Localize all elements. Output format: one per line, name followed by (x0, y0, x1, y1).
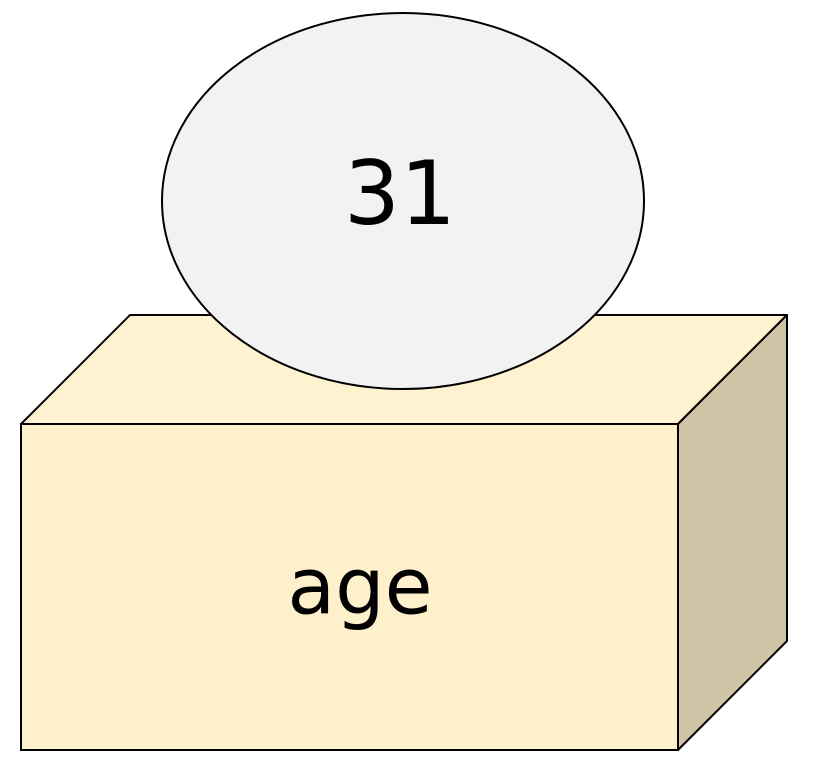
variable-value-ellipse (161, 12, 645, 390)
variable-value-label: 31 (344, 142, 456, 245)
variable-name-label: age (287, 542, 432, 632)
variable-box-front-face (20, 423, 679, 751)
